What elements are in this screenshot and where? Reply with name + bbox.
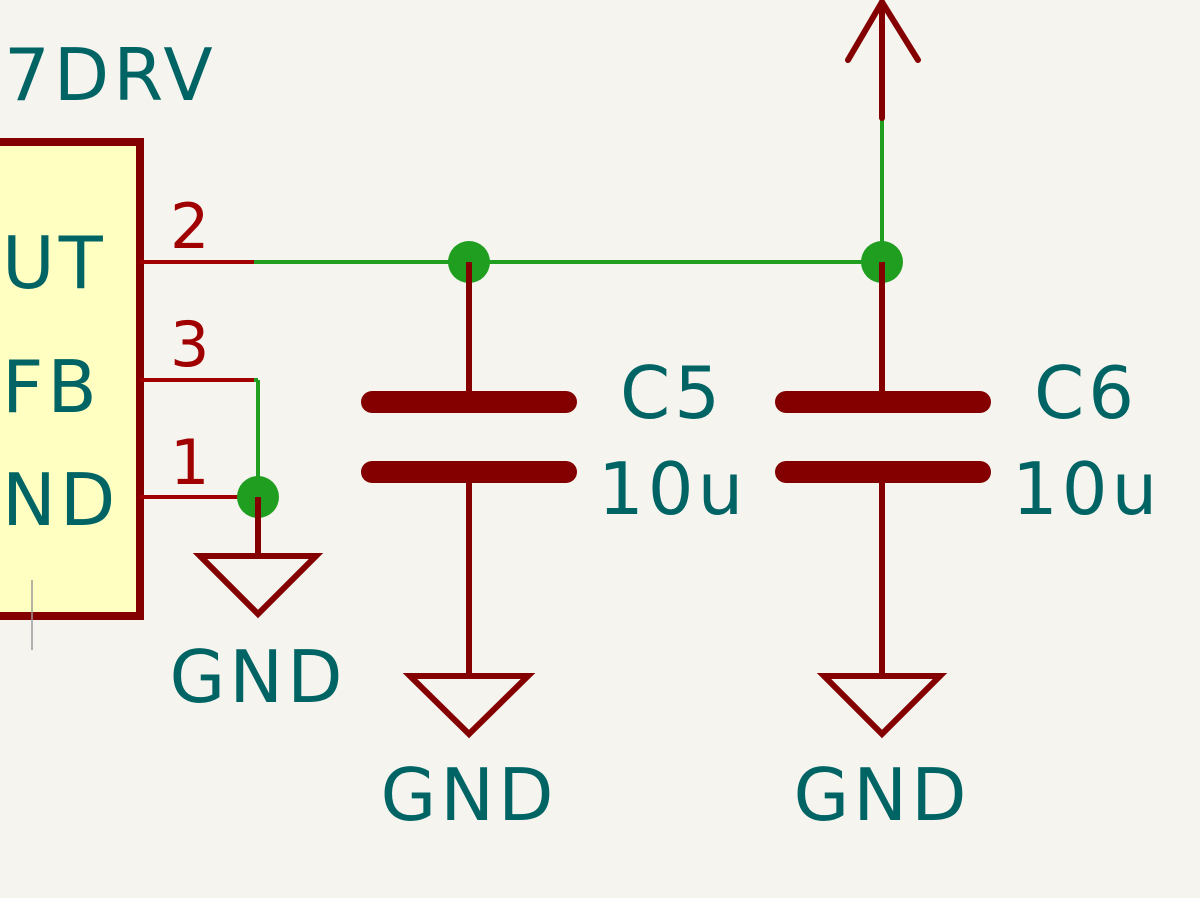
c6-value-label: 10u — [1012, 447, 1161, 531]
gnd-label-c6: GND — [793, 753, 970, 837]
ground-icon — [192, 553, 324, 619]
power-arrow-up-icon[interactable] — [845, 0, 921, 121]
c6-ref-label: C6 — [1034, 351, 1138, 435]
pin-3-number: 3 — [170, 308, 209, 381]
gnd-label-ic: GND — [169, 635, 346, 719]
pin-2-number: 2 — [170, 190, 209, 263]
c5-ref-label: C5 — [620, 351, 724, 435]
capacitor-c5[interactable]: C5 10u GND — [361, 262, 747, 837]
ic-symbol[interactable]: 7DRV UT FB ND — [0, 33, 217, 620]
ground-icon — [402, 673, 536, 739]
wires — [254, 118, 884, 499]
ic-pin-name-gnd: ND — [2, 458, 119, 542]
ic-pins: 2 3 1 — [140, 190, 254, 499]
pin-1-number: 1 — [170, 426, 209, 499]
ic-pin-name-fb: FB — [2, 345, 101, 429]
ic-name-label: 7DRV — [4, 33, 217, 117]
capacitor-c6[interactable]: C6 10u GND — [775, 262, 1161, 837]
ground-icon — [816, 673, 948, 739]
c5-value-label: 10u — [598, 447, 747, 531]
gnd-symbol-ic[interactable]: GND — [169, 497, 346, 719]
gnd-label-c5: GND — [380, 753, 557, 837]
ic-pin-name-out: UT — [2, 221, 107, 305]
